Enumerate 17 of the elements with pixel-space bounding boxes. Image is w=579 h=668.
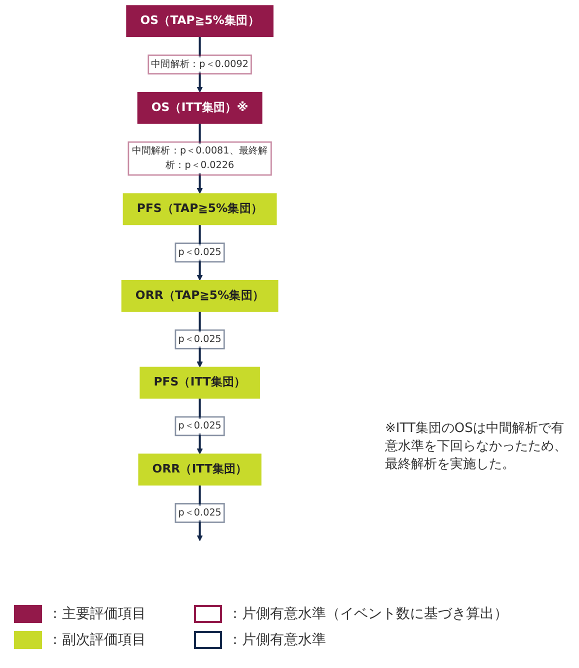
node-box: OS（TAP≧5%集団） bbox=[126, 5, 274, 38]
edge-label: p＜0.025 bbox=[174, 329, 226, 350]
legend-text: ：副次評価項目 bbox=[48, 631, 146, 649]
legend-text: ：片側有意水準 bbox=[228, 631, 326, 649]
edge-label: 中間解析：p＜0.0081、最終解析：p＜0.0226 bbox=[128, 141, 272, 176]
node-box: ORR（ITT集団） bbox=[138, 454, 262, 486]
edge-label: p＜0.025 bbox=[174, 242, 226, 262]
edge-label: p＜0.025 bbox=[174, 503, 226, 523]
node-box: ORR（TAP≧5%集団） bbox=[122, 280, 278, 312]
node-box: PFS（ITT集団） bbox=[140, 366, 260, 399]
legend-text: ：主要評価項目 bbox=[48, 605, 146, 623]
legend-text: ：片側有意水準（イベント数に基づき算出） bbox=[228, 605, 508, 623]
node-box: PFS（TAP≧5%集団） bbox=[123, 193, 277, 226]
edge-label: p＜0.025 bbox=[174, 416, 226, 436]
node-box: OS（ITT集団）※ bbox=[138, 92, 262, 124]
edge-label: 中間解析：p＜0.0092 bbox=[148, 54, 252, 74]
footnote: ※ITT集団のOSは中間解析で有意水準を下回らなかったため、最終解析を実施した。 bbox=[385, 420, 568, 474]
